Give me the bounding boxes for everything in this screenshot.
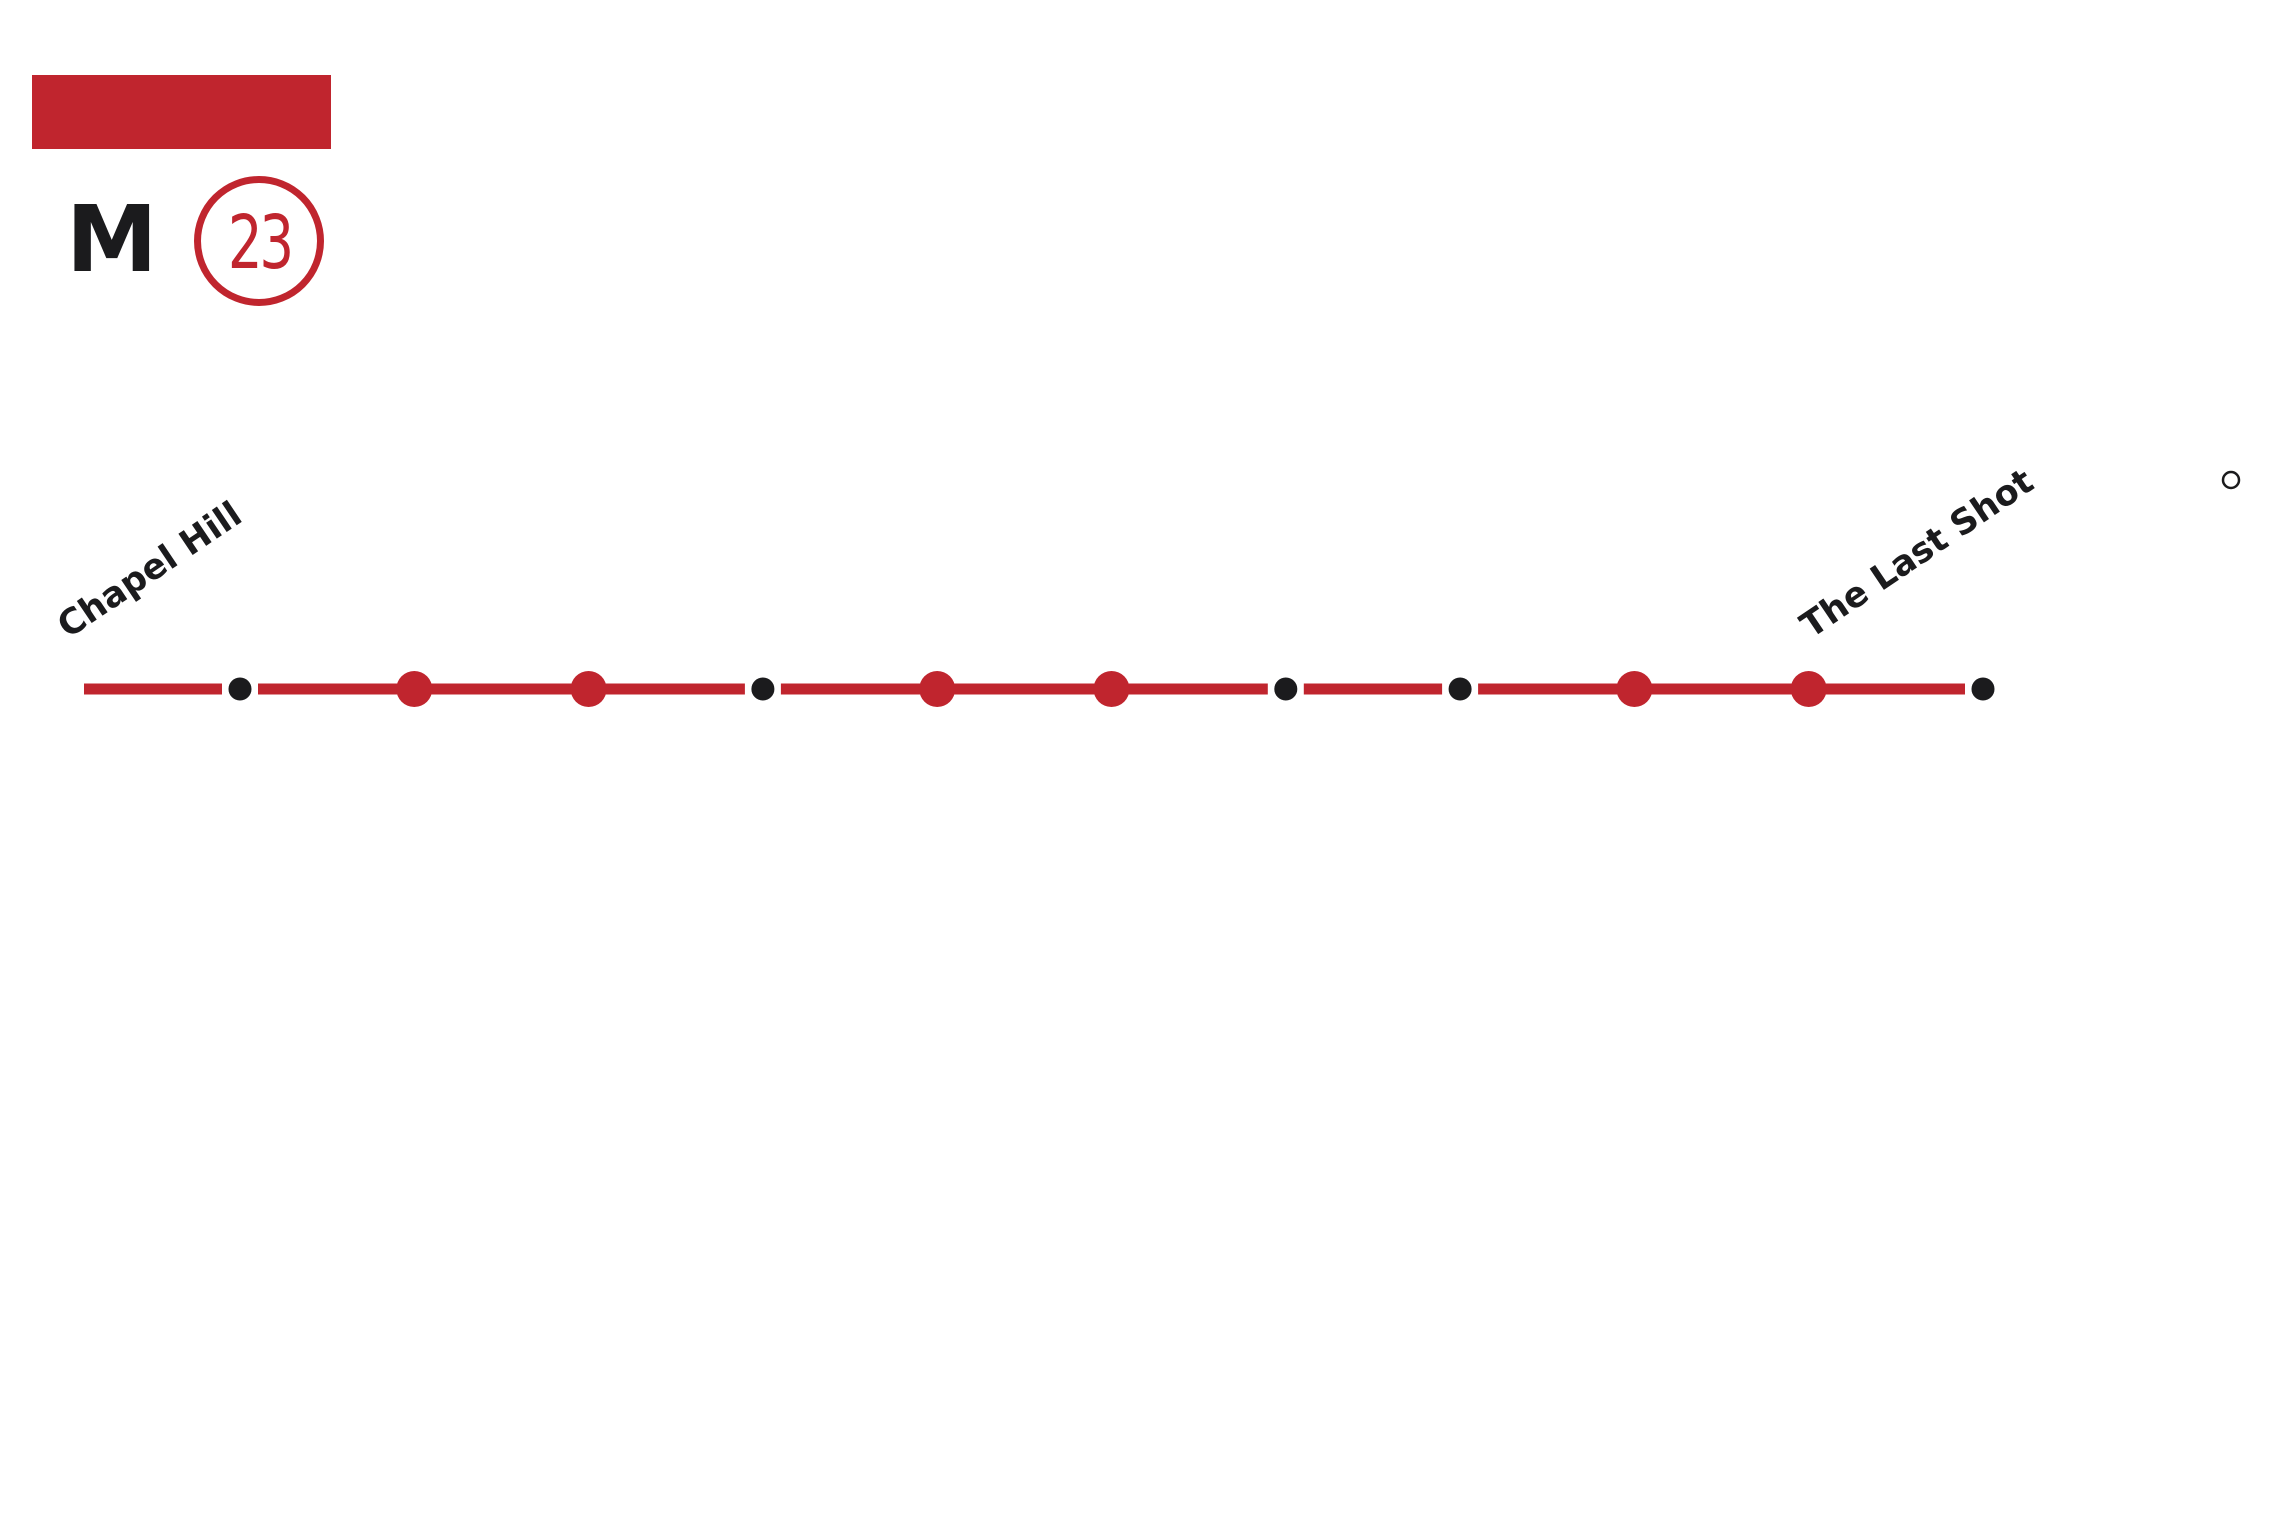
- station-marker[interactable]: [570, 671, 607, 707]
- route-number-badge[interactable]: 23: [194, 176, 324, 306]
- station-layer: [225, 671, 1998, 707]
- route-color-bar: [32, 75, 331, 149]
- station-label: The Last Shot: [1794, 462, 2041, 647]
- station-marker[interactable]: [1616, 671, 1653, 707]
- station-label: Chapel Hill: [51, 494, 250, 646]
- station-marker[interactable]: [1271, 674, 1301, 704]
- station-marker[interactable]: [1445, 674, 1475, 704]
- route-number: 23: [227, 200, 294, 286]
- station-marker[interactable]: [1968, 674, 1998, 704]
- station-marker[interactable]: [919, 671, 956, 707]
- station-marker[interactable]: [396, 671, 433, 707]
- station-marker[interactable]: [1790, 671, 1827, 707]
- station-marker[interactable]: [1093, 671, 1130, 707]
- station-marker[interactable]: [748, 674, 778, 704]
- metro-mode-letter: M: [66, 186, 158, 293]
- terminus-ring-icon: [2221, 470, 2241, 490]
- label-layer: Chapel Hill The Last Shot: [51, 462, 2241, 647]
- station-marker[interactable]: [225, 674, 255, 704]
